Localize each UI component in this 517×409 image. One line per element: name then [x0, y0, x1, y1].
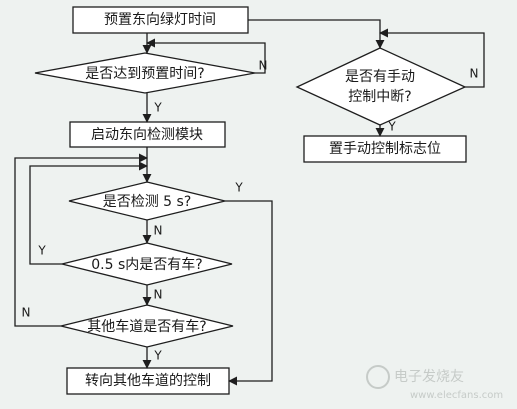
arrow-preset-to-manual [248, 19, 385, 49]
label-reached-yes: Y [153, 101, 162, 115]
detect-5s-text: 是否检测 5 s? [103, 194, 192, 210]
preset-green-box [72, 6, 249, 34]
label-car05s-yes: Y [37, 244, 46, 258]
reached-preset-diamond [34, 52, 256, 94]
set-manual-flag-text: 置手动控制标志位 [329, 141, 441, 157]
label-otherlane-yes: Y [153, 349, 162, 363]
reached-preset-text: 是否达到预置时间? [85, 66, 204, 82]
label-reached-no: N [259, 59, 268, 73]
set-manual-flag-box [303, 135, 467, 163]
manual-interrupt-text-1: 是否有手动 [345, 69, 415, 85]
manual-interrupt-diamond [295, 47, 467, 126]
arrow-manual-no-loop [379, 28, 485, 88]
other-lane-car-text: 其他车道是否有车? [87, 318, 206, 335]
label-detect5s-yes: Y [234, 181, 243, 195]
label-otherlane-no: N [22, 306, 31, 320]
arrow-reached-no-loop [146, 38, 266, 74]
arrow-otherlane-no-loop [14, 153, 148, 327]
turn-other-lane-text: 转向其他车道的控制 [85, 372, 211, 389]
label-detect5s-no: N [154, 224, 163, 238]
arrow-car05s-yes-loop [29, 161, 148, 265]
manual-interrupt-text-2: 控制中断? [348, 89, 411, 105]
start-detect-text: 启动东向检测模块 [91, 127, 203, 143]
arrow-detect5s-yes [225, 200, 273, 386]
label-car05s-no: N [154, 288, 163, 302]
preset-green-text: 预置东向绿灯时间 [104, 12, 216, 28]
car-in-05s-text: 0.5 s内是否有车? [91, 256, 202, 273]
label-manual-no: N [470, 67, 479, 81]
watermark: 电子发烧友 www.elecfans.com [366, 365, 503, 401]
watermark-url: www.elecfans.com [410, 390, 503, 401]
label-manual-yes: Y [387, 120, 396, 134]
watermark-logo-icon [366, 365, 390, 389]
watermark-brand: 电子发烧友 [394, 369, 464, 385]
